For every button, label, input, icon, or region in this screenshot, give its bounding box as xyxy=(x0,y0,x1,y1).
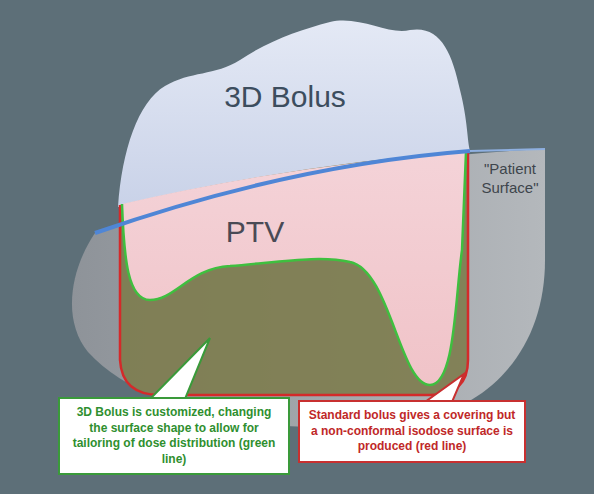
callout-box: 3D Bolus is customized, changing the sur… xyxy=(58,397,290,475)
node-text: 3D Bolus xyxy=(200,80,370,114)
isodose-region xyxy=(120,151,468,395)
bolus-label-node: 3D Bolus xyxy=(200,80,370,114)
node-text: 3D Bolus is customized, changing the sur… xyxy=(68,405,280,467)
node-text: Standard bolus gives a covering but a no… xyxy=(308,408,516,455)
ptv-node: PTV xyxy=(200,215,310,249)
callout-box: Standard bolus gives a covering but a no… xyxy=(298,400,526,463)
ptv-shape xyxy=(122,152,466,385)
surface-label: "Patient Surface" xyxy=(474,160,546,198)
callout-pointer xyxy=(150,338,210,399)
green-isodose-line xyxy=(122,152,466,385)
patient-surface-line xyxy=(470,149,545,151)
red-isodose-line xyxy=(120,151,468,395)
callout-pointer xyxy=(425,374,464,402)
node-text: PTV xyxy=(200,215,310,249)
